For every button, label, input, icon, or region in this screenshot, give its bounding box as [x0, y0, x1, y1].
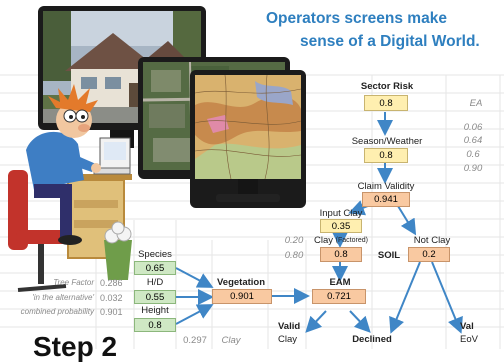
declined-label: Declined	[352, 333, 392, 345]
ghost-mid-clay: Clay	[221, 335, 241, 346]
flow-arrows	[175, 112, 463, 334]
claim-validity-value: 0.941	[362, 192, 410, 207]
combined-value: 0.901	[100, 306, 123, 317]
tree-factor-label: Tree Factor	[53, 278, 94, 287]
not-clay-label: Not Clay	[413, 234, 451, 246]
clay-label-text: Clay	[314, 234, 334, 246]
sector-risk-value[interactable]: 0.8	[364, 95, 408, 111]
not-clay-value: 0.2	[408, 247, 450, 262]
ghost-right-header: EA	[469, 98, 483, 109]
soil-label: SOIL	[377, 249, 401, 261]
headline-line-1: Operators screens make	[266, 10, 447, 27]
height-value[interactable]: 0.8	[134, 318, 176, 332]
arrow-species-to-vegetation	[175, 267, 214, 288]
arrow-notclay-to-declined	[389, 261, 421, 334]
combined-label: combined probability	[20, 307, 94, 316]
step-label: Step 2	[33, 331, 118, 362]
clay-factored-suffix: (Factored)	[335, 236, 368, 244]
clay-factored-value: 0.8	[320, 247, 362, 262]
alternative-value: 0.032	[100, 292, 123, 303]
arrow-notclay-to-val	[431, 261, 463, 334]
arrow-claim-to-inputclay	[348, 200, 369, 216]
height-label: Height	[141, 305, 169, 316]
valid-clay-line1: Valid	[278, 320, 301, 332]
val-eow-line2: EoV	[460, 333, 478, 345]
arrow-eam-to-valid	[305, 310, 327, 333]
vegetation-label: Vegetation	[216, 276, 266, 288]
operator-cartoon	[8, 84, 132, 292]
val-eow-line1: Val	[460, 320, 474, 332]
monitor-geomap	[190, 70, 306, 208]
eam-label: EAM	[329, 276, 351, 288]
species-value[interactable]: 0.65	[134, 261, 176, 275]
season-weather-label: Season/Weather	[351, 135, 423, 147]
ghost-mid-v2: 0.80	[284, 250, 304, 261]
clay-factored-label: Clay (Factored)	[310, 233, 372, 247]
ghost-right-v2: 0.64	[463, 134, 483, 146]
arrow-claim-to-notclay	[397, 205, 417, 236]
tree-factor-value: 0.286	[100, 277, 123, 288]
eam-value: 0.721	[312, 289, 366, 304]
arrow-height-to-vegetation	[175, 304, 214, 325]
ghost-right-v1: 0.06	[463, 121, 483, 133]
vegetation-value: 0.901	[212, 289, 272, 304]
input-clay-value[interactable]: 0.35	[320, 219, 362, 233]
valid-clay-line2: Clay	[278, 333, 298, 345]
hd-label: H/D	[146, 277, 164, 288]
ghost-mid-v3: 0.297	[183, 335, 207, 346]
input-clay-label: Input Clay	[319, 207, 363, 219]
headline-line-2: sense of a Digital World.	[300, 33, 480, 50]
hd-value[interactable]: 0.55	[134, 290, 176, 304]
species-label: Species	[138, 249, 172, 260]
ghost-mid-v1: 0.20	[284, 235, 304, 246]
season-weather-value[interactable]: 0.8	[364, 148, 408, 163]
alternative-label: 'in the alternative'	[32, 293, 94, 302]
claim-validity-label: Claim Validity	[357, 180, 415, 192]
ghost-right-v3: 0.6	[466, 148, 480, 160]
ghost-right-v4: 0.90	[463, 162, 483, 174]
geological-map	[195, 75, 301, 179]
arrow-eam-to-declined	[349, 310, 371, 333]
sector-risk-label: Sector Risk	[360, 80, 414, 92]
